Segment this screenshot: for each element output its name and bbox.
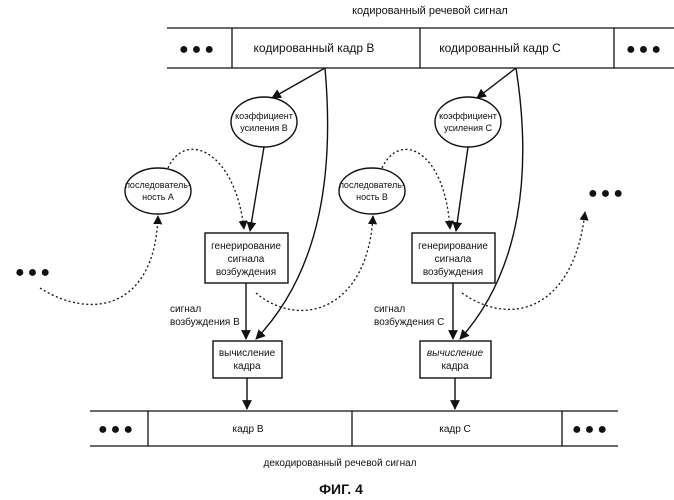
gain-c-label-1: коэффициент bbox=[439, 111, 497, 121]
excitation-signal-b-label-1: сигнал bbox=[170, 304, 201, 315]
bottom-bus-title: декодированный речевой сигнал bbox=[264, 458, 417, 469]
bottom-bus-ellipsis-right: ●●● bbox=[572, 421, 610, 438]
excitation-gen-c-label-3: возбуждения bbox=[423, 266, 483, 278]
arrow-gain-b-to-excitation-gen-b bbox=[250, 147, 264, 231]
coded-frame-c-label: кодированный кадр С bbox=[439, 41, 561, 55]
gain-b-label-2: усиления В bbox=[240, 123, 288, 133]
coded-frame-b-label: кодированный кадр В bbox=[254, 41, 375, 55]
bottom-bus bbox=[90, 411, 618, 446]
side-ellipsis-left: ●●● bbox=[15, 264, 53, 281]
sequence-b-label-1: последователь- bbox=[339, 180, 405, 190]
top-bus-title: кодированный речевой сигнал bbox=[352, 5, 508, 17]
excitation-gen-b-label-3: возбуждения bbox=[216, 266, 276, 278]
excitation-gen-b-label-1: генерирование bbox=[211, 241, 281, 252]
frame-calc-b-label-1: вычисление bbox=[219, 348, 276, 359]
excitation-signal-b-label-2: возбуждения В bbox=[170, 316, 240, 328]
sequence-b-node bbox=[339, 168, 405, 214]
figure-caption: ФИГ. 4 bbox=[319, 481, 363, 497]
frame-calc-c-box bbox=[420, 341, 491, 378]
frame-calc-b-box bbox=[213, 341, 282, 378]
frame-c-output-label: кадр С bbox=[439, 424, 471, 435]
frame-calc-c-label-1: вычисление bbox=[427, 348, 484, 359]
gain-b-node bbox=[231, 97, 297, 147]
frame-calc-c-label-2: кадра bbox=[441, 361, 469, 372]
gain-b-label-1: коэффициент bbox=[235, 111, 293, 121]
sequence-a-label-2: ность А bbox=[142, 192, 174, 202]
excitation-gen-b-label-2: сигнала bbox=[228, 254, 265, 265]
sequence-b-label-2: ность В bbox=[356, 192, 388, 202]
gain-c-label-2: усиления С bbox=[444, 123, 493, 133]
frame-calc-b-label-2: кадра bbox=[233, 361, 261, 372]
top-bus-ellipsis-left: ●●● bbox=[179, 41, 217, 58]
side-ellipsis-right: ●●● bbox=[588, 185, 626, 202]
arrow-gain-c-to-excitation-gen-c bbox=[456, 147, 468, 231]
top-bus bbox=[167, 28, 674, 68]
excitation-gen-c-label-2: сигнала bbox=[435, 254, 472, 265]
sequence-a-label-1: последователь- bbox=[125, 180, 191, 190]
top-bus-ellipsis-right: ●●● bbox=[626, 41, 664, 58]
gain-c-node bbox=[435, 97, 501, 147]
excitation-gen-c-label-1: генерирование bbox=[418, 241, 488, 252]
bottom-bus-ellipsis-left: ●●● bbox=[98, 421, 136, 438]
arrow-coded-c-to-gain-c bbox=[477, 68, 516, 98]
sequence-a-node bbox=[125, 168, 191, 214]
excitation-signal-c-label-1: сигнал bbox=[374, 304, 405, 315]
dotted-prev-to-seq-a bbox=[40, 216, 158, 304]
excitation-signal-c-label-2: возбуждения С bbox=[374, 316, 444, 328]
frame-b-output-label: кадр В bbox=[232, 424, 263, 435]
arrow-coded-b-to-gain-b bbox=[272, 68, 325, 98]
